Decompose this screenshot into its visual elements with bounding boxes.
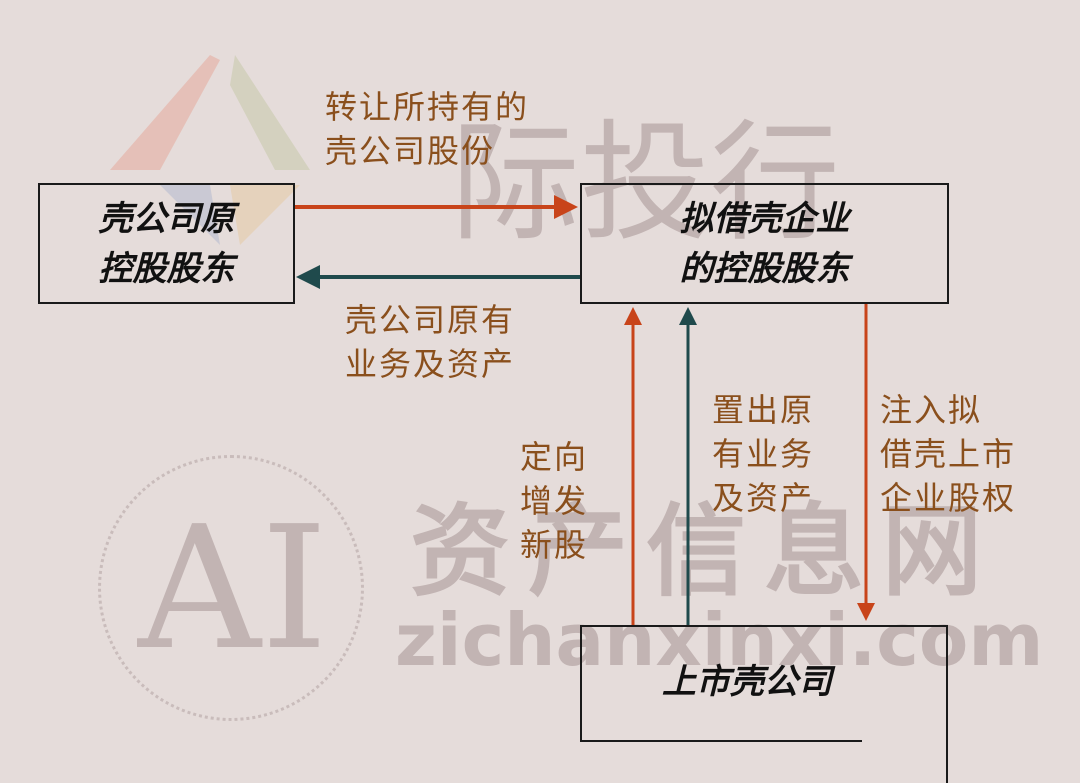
label-transfer-shares: 转让所持有的 壳公司股份 bbox=[325, 88, 530, 170]
watermark-site-url: zichanxinxi.com bbox=[395, 598, 1044, 682]
node-listed-shell-top-edge-ext bbox=[860, 625, 948, 627]
logo-icon bbox=[110, 55, 310, 245]
label-divest-assets: 置出原 有业务 及资产 bbox=[712, 391, 815, 517]
node-label: 壳公司原 控股股东 bbox=[98, 198, 235, 289]
node-original-controller: 壳公司原 控股股东 bbox=[38, 183, 295, 304]
label-original-business: 壳公司原有 业务及资产 bbox=[345, 301, 516, 383]
node-label: 上市壳公司 bbox=[662, 662, 832, 702]
node-label: 拟借壳企业 的控股股东 bbox=[679, 198, 850, 289]
label-private-placement: 定向 增发 新股 bbox=[520, 438, 589, 564]
watermark-ai: AI bbox=[138, 490, 328, 688]
watermark-seal bbox=[98, 455, 364, 721]
node-listed-shell: 上市壳公司 bbox=[580, 625, 862, 742]
node-listed-shell-right-edge bbox=[946, 625, 948, 783]
watermark-site-cn: 资产信息网 bbox=[410, 493, 1000, 610]
node-backdoor-controller: 拟借壳企业 的控股股东 bbox=[580, 183, 949, 304]
label-inject-equity: 注入拟 借壳上市 企业股权 bbox=[880, 391, 1017, 517]
watermark-logo bbox=[110, 55, 330, 245]
